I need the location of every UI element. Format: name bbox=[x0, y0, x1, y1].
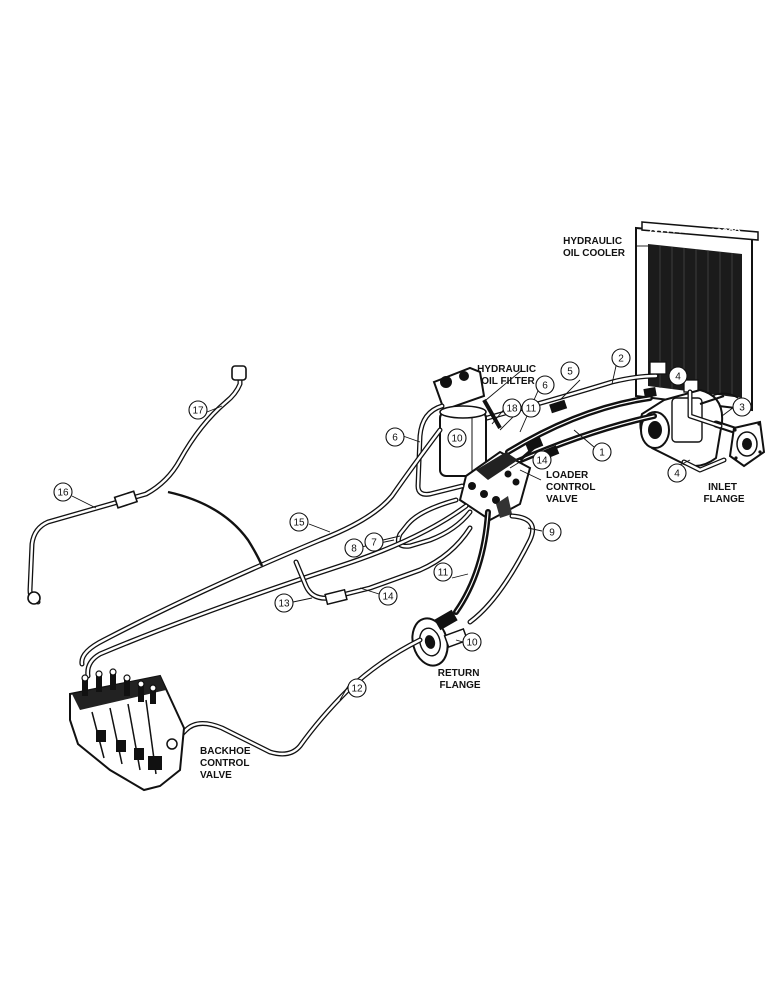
svg-text:16: 16 bbox=[57, 488, 69, 499]
svg-text:12: 12 bbox=[351, 684, 363, 695]
callout-5: 5 bbox=[560, 361, 580, 381]
svg-text:2: 2 bbox=[618, 354, 624, 365]
svg-text:17: 17 bbox=[192, 406, 204, 417]
label-backhoe-control-valve: BACKHOE CONTROL VALVE bbox=[200, 746, 253, 781]
svg-text:9: 9 bbox=[549, 528, 555, 539]
callout-12: 12 bbox=[347, 678, 367, 698]
callout-7: 7 bbox=[364, 532, 384, 552]
callout-4-upper: 4 bbox=[668, 366, 688, 386]
svg-text:8: 8 bbox=[351, 544, 357, 555]
callout-1: 1 bbox=[592, 442, 612, 462]
callout-4-lower: 4 bbox=[667, 463, 687, 483]
label-hydraulic-oil-filter: HYDRAULIC OIL FILTER bbox=[477, 364, 539, 387]
svg-text:10: 10 bbox=[451, 434, 463, 445]
loader-control-valve bbox=[458, 444, 537, 522]
label-loader-control-valve: LOADER CONTROL VALVE bbox=[546, 470, 598, 505]
svg-text:10: 10 bbox=[466, 638, 478, 649]
svg-text:3: 3 bbox=[739, 403, 745, 414]
svg-text:13: 13 bbox=[278, 599, 290, 610]
callout-14-upper: 14 bbox=[532, 450, 552, 470]
svg-text:6: 6 bbox=[542, 381, 548, 392]
svg-text:4: 4 bbox=[675, 372, 681, 383]
svg-text:11: 11 bbox=[438, 568, 449, 579]
callout-2: 2 bbox=[611, 348, 631, 368]
callout-3: 3 bbox=[732, 397, 752, 417]
callout-16: 16 bbox=[53, 482, 73, 502]
callout-6-left: 6 bbox=[385, 427, 405, 447]
svg-text:14: 14 bbox=[536, 456, 548, 467]
label-inlet-flange: INLET FLANGE bbox=[703, 482, 744, 505]
svg-text:11: 11 bbox=[526, 404, 537, 415]
callout-9: 9 bbox=[542, 522, 562, 542]
callout-11-lower: 11 bbox=[433, 562, 453, 582]
svg-text:18: 18 bbox=[506, 404, 518, 415]
svg-text:15: 15 bbox=[293, 518, 305, 529]
svg-text:4: 4 bbox=[674, 469, 680, 480]
callout-10-filter: 10 bbox=[447, 428, 467, 448]
svg-text:6: 6 bbox=[392, 433, 398, 444]
inlet-flange bbox=[728, 420, 766, 468]
label-hydraulic-oil-cooler: HYDRAULIC OIL COOLER bbox=[563, 236, 626, 259]
callout-11-upper: 11 bbox=[521, 398, 541, 418]
label-return-flange: RETURN FLANGE bbox=[438, 668, 482, 691]
svg-text:1: 1 bbox=[599, 448, 605, 459]
callout-6-right: 6 bbox=[535, 375, 555, 395]
callout-18: 18 bbox=[502, 398, 522, 418]
callout-8: 8 bbox=[344, 538, 364, 558]
backhoe-control-valve bbox=[69, 668, 186, 792]
svg-text:14: 14 bbox=[382, 592, 394, 603]
callout-17: 17 bbox=[188, 400, 208, 420]
return-flange bbox=[411, 609, 469, 667]
callout-13: 13 bbox=[274, 593, 294, 613]
svg-text:5: 5 bbox=[567, 367, 573, 378]
hydraulic-oil-cooler bbox=[635, 221, 759, 412]
callout-14-lower: 14 bbox=[378, 586, 398, 606]
callout-10-return: 10 bbox=[462, 632, 482, 652]
callout-15: 15 bbox=[289, 512, 309, 532]
svg-text:7: 7 bbox=[371, 538, 377, 549]
